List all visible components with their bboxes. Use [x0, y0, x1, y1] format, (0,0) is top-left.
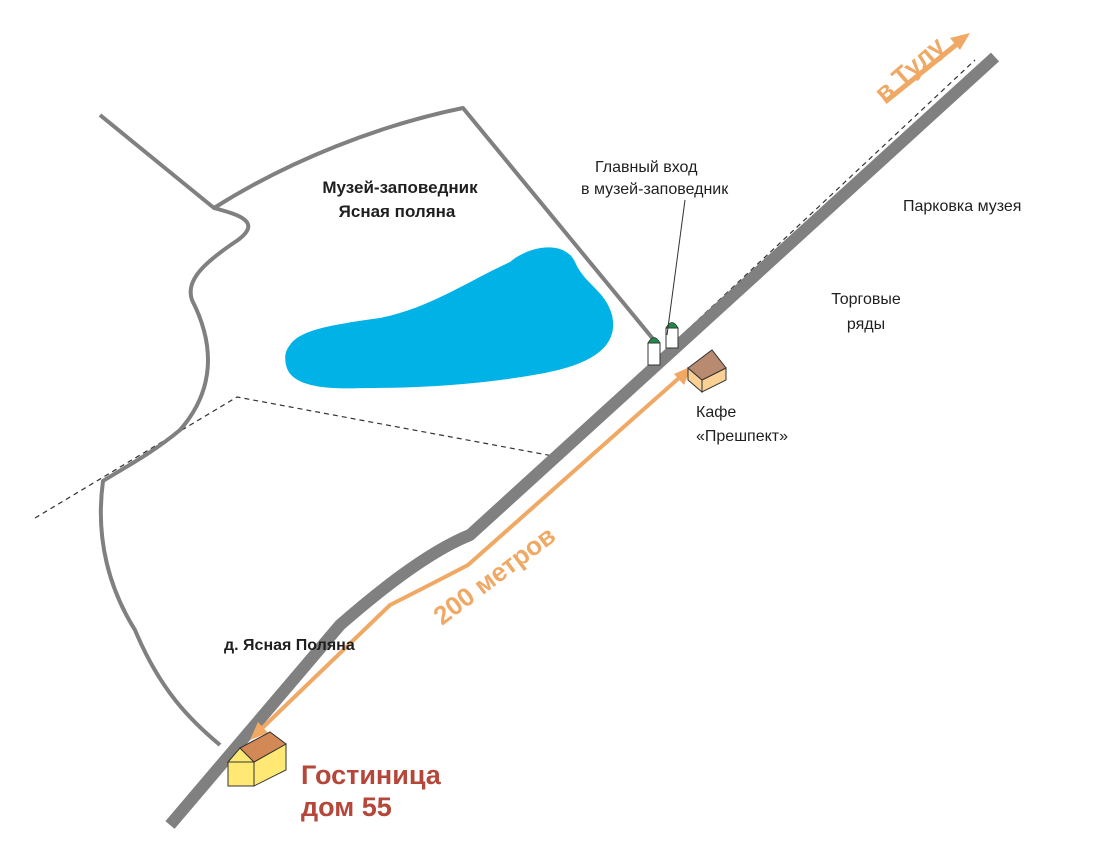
entrance-label-line2: в музей-заповедник [581, 181, 729, 198]
museum-boundary [98, 106, 660, 347]
entrance-leader-line [666, 199, 686, 336]
house-icon [687, 349, 727, 394]
house-icon [226, 731, 287, 787]
shops-label-line2: ряды [847, 316, 885, 333]
route-arrow-line [253, 368, 690, 737]
main-road [165, 52, 1000, 829]
pond [285, 247, 614, 389]
village-label: д. Ясная Поляна [224, 637, 355, 654]
to-tula-arrow-line [883, 38, 964, 104]
route-arrowhead-end [250, 722, 268, 740]
museum-title-line1: Музей-заповедник [322, 178, 478, 197]
to-tula-label: в Тулу [868, 30, 951, 107]
hotel-label-line1: Гостиница [301, 760, 442, 790]
parking-label: Парковка музея [903, 198, 1021, 215]
museum-title-line2: Ясная поляна [339, 202, 456, 221]
cafe-label-line1: Кафе [696, 404, 736, 421]
hotel-label-line2: дом 55 [301, 792, 392, 822]
village-boundary [98, 206, 251, 747]
shops-label-line1: Торговые [831, 291, 901, 308]
dashed-path-left [34, 59, 976, 519]
cafe-label-line2: «Прешпект» [696, 428, 788, 445]
gate-pillar-icon [647, 322, 679, 366]
entrance-label-line1: Главный вход [595, 159, 698, 176]
to-tula-arrowhead [950, 33, 970, 50]
